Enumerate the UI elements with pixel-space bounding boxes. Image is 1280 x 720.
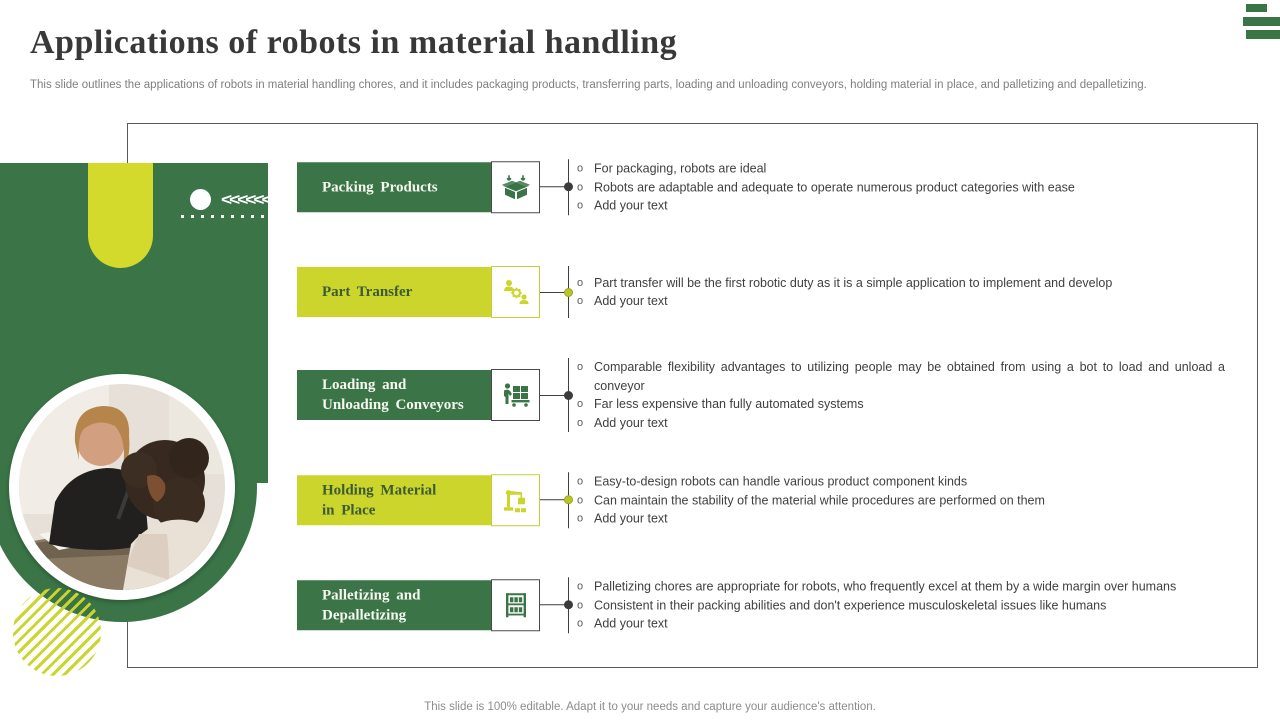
application-label: Packing Products bbox=[297, 162, 493, 212]
bullet-item: o Add your text bbox=[577, 196, 1225, 215]
connector-dot bbox=[564, 182, 573, 192]
bullet-item: o Palletizing chores are appropriate for … bbox=[577, 577, 1225, 596]
connector-line bbox=[540, 394, 568, 396]
part-transfer-icon bbox=[503, 280, 528, 304]
label-line: Unloading Conveyors bbox=[322, 397, 464, 413]
bullet-marker: o bbox=[577, 512, 584, 525]
bullet-marker: o bbox=[577, 361, 584, 373]
connector-line bbox=[540, 291, 568, 293]
white-dot-decoration bbox=[190, 189, 211, 210]
bullet-item: o Add your text bbox=[577, 414, 1225, 433]
application-icon-box bbox=[491, 161, 540, 213]
bullet-marker: o bbox=[577, 295, 584, 307]
menu-bar bbox=[1246, 30, 1280, 39]
two-people-studying-photo bbox=[19, 384, 225, 590]
bullet-item: o Can maintain the stability of the mater… bbox=[577, 491, 1225, 510]
bullet-marker: o bbox=[577, 598, 584, 611]
bullet-item: o Far less expensive than fully automated… bbox=[577, 395, 1225, 414]
connector-dot bbox=[564, 287, 573, 297]
robotic-arm-icon bbox=[503, 489, 526, 512]
bullet-marker: o bbox=[577, 475, 584, 488]
bullet-text: Add your text bbox=[594, 198, 668, 213]
label-line: Palletizing and bbox=[322, 587, 421, 603]
bullet-item: o Add your text bbox=[577, 614, 1225, 633]
bullet-marker: o bbox=[577, 180, 584, 193]
label-line: Loading and bbox=[322, 377, 407, 393]
menu-bars-icon bbox=[1240, 0, 1280, 42]
label-line: Holding Material bbox=[322, 482, 437, 498]
application-row: Part Transfer bbox=[297, 266, 1225, 318]
bullet-text: Comparable flexibility advantages to uti… bbox=[594, 360, 1225, 393]
bullet-list: o Palletizing chores are appropriate for … bbox=[577, 577, 1225, 633]
conveyor-loading-icon bbox=[503, 383, 529, 407]
bullet-item: o Robots are adaptable and adequate to op… bbox=[577, 178, 1225, 197]
bullet-item: o For packaging, robots are ideal bbox=[577, 159, 1225, 178]
label-line: Packing Products bbox=[322, 179, 438, 195]
label-line: in Place bbox=[322, 502, 376, 518]
bullet-text: Part transfer will be the first robotic … bbox=[594, 275, 1113, 290]
bullet-marker: o bbox=[577, 276, 584, 289]
connector-line bbox=[540, 499, 568, 501]
pallet-rack-icon bbox=[505, 593, 526, 617]
bullet-marker: o bbox=[577, 199, 584, 212]
yellow-pill-decoration bbox=[88, 163, 153, 268]
application-icon-box bbox=[491, 579, 540, 631]
application-icon-box bbox=[491, 369, 540, 421]
bullet-text: Consistent in their packing abilities an… bbox=[594, 597, 1107, 612]
page-subtitle: This slide outlines the applications of … bbox=[30, 79, 1147, 91]
label-line: Depalletizing bbox=[322, 607, 407, 623]
dotted-line-decoration bbox=[181, 215, 273, 218]
application-row: Holding Material in Place o Easy-to-design… bbox=[297, 472, 1225, 528]
bullet-list: o Easy-to-design robots can handle variou… bbox=[577, 472, 1225, 528]
connector-line bbox=[540, 604, 568, 606]
bullet-text: Robots are adaptable and adequate to ope… bbox=[594, 179, 1075, 194]
application-label: Holding Material in Place bbox=[297, 475, 493, 525]
footer-note: This slide is 100% editable. Adapt it to… bbox=[424, 701, 876, 713]
connector-dot bbox=[564, 600, 573, 610]
bullet-marker: o bbox=[577, 493, 584, 506]
menu-bar bbox=[1246, 4, 1267, 12]
label-line: Part Transfer bbox=[322, 284, 413, 300]
bullet-item: o Add your text bbox=[577, 509, 1225, 528]
connector-dot bbox=[564, 495, 573, 505]
chevrons-decoration: <<<<<< bbox=[221, 191, 273, 210]
photo-ring bbox=[9, 374, 235, 600]
connector-line bbox=[540, 186, 568, 188]
bullet-item: o Consistent in their packing abilities a… bbox=[577, 596, 1225, 615]
bullet-text: For packaging, robots are ideal bbox=[594, 161, 767, 176]
bullet-text: Add your text bbox=[594, 511, 668, 526]
bullet-list: o Part transfer will be the first robotic… bbox=[577, 274, 1225, 311]
bullet-marker: o bbox=[577, 617, 584, 630]
bullet-text: Palletizing chores are appropriate for r… bbox=[594, 579, 1177, 594]
bullet-text: Add your text bbox=[594, 616, 668, 631]
bullet-text: Add your text bbox=[594, 415, 668, 430]
bullet-marker: o bbox=[577, 398, 584, 410]
bullet-item: o Part transfer will be the first robotic… bbox=[577, 274, 1225, 293]
bullet-text: Far less expensive than fully automated … bbox=[594, 397, 864, 411]
application-row: Packing Products o For packaging, robots … bbox=[297, 159, 1225, 215]
application-icon-box bbox=[491, 474, 540, 526]
striped-circle-decoration bbox=[13, 588, 101, 676]
page-title: Applications of robots in material handl… bbox=[30, 24, 678, 61]
bullet-text: Add your text bbox=[594, 294, 668, 308]
bullet-item: o Add your text bbox=[577, 292, 1225, 311]
bullet-item: o Easy-to-design robots can handle variou… bbox=[577, 472, 1225, 491]
bullet-marker: o bbox=[577, 416, 584, 429]
application-label: Part Transfer bbox=[297, 267, 493, 317]
bullet-text: Can maintain the stability of the materi… bbox=[594, 492, 1045, 507]
bullet-list: o Comparable flexibility advantages to ut… bbox=[577, 358, 1225, 432]
connector-dot bbox=[564, 390, 573, 400]
bullet-text: Easy-to-design robots can handle various… bbox=[594, 474, 968, 489]
application-icon-box bbox=[491, 266, 540, 318]
menu-bar bbox=[1243, 17, 1280, 26]
packing-box-icon bbox=[501, 175, 530, 199]
bullet-marker: o bbox=[577, 580, 584, 593]
bullet-marker: o bbox=[577, 162, 584, 175]
bullet-item: o Comparable flexibility advantages to ut… bbox=[577, 358, 1225, 395]
